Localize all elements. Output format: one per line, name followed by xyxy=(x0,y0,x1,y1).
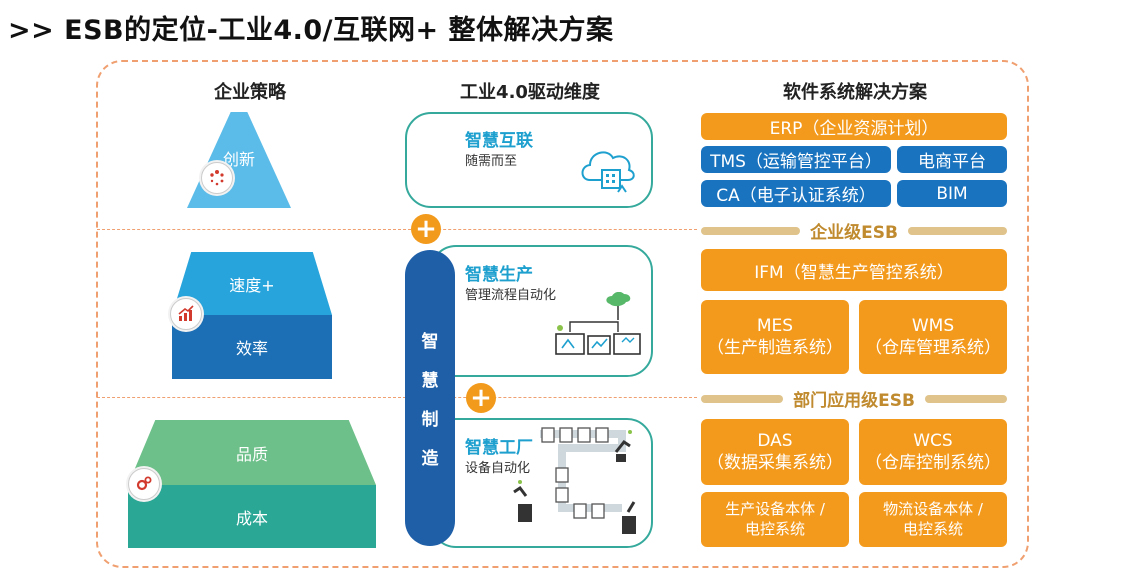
das-name: DAS xyxy=(757,430,793,451)
column-header-solutions: 软件系统解决方案 xyxy=(783,82,927,103)
pyramid-cost: 成本 xyxy=(128,485,376,548)
logistics-equipment-box: 物流设备本体 / 电控系统 xyxy=(859,492,1007,547)
column-header-strategy: 企业策略 xyxy=(214,82,286,103)
das-box: DAS （数据采集系统） xyxy=(701,419,849,485)
smart-manufacturing-bar: 智 慧 制 造 xyxy=(405,250,455,546)
smart-production-title: 智慧生产 xyxy=(465,265,533,285)
cost-badge-icon xyxy=(128,468,160,500)
wms-desc: （仓库管理系统） xyxy=(865,338,1001,358)
ifm-box: IFM（智慧生产管控系统） xyxy=(701,249,1007,291)
growth-chart-icon xyxy=(178,305,194,321)
smart-internet-box xyxy=(405,112,653,208)
smart-internet-subtitle: 随需而至 xyxy=(465,154,518,169)
innovation-badge-icon xyxy=(201,162,233,194)
smart-production-subtitle: 管理流程自动化 xyxy=(465,288,557,303)
plus-icon-1: + xyxy=(411,214,441,244)
efficiency-badge-icon xyxy=(170,298,202,330)
spinner-icon xyxy=(210,170,224,186)
tms-box: TMS（运输管控平台） xyxy=(701,146,891,173)
mes-box: MES （生产制造系统） xyxy=(701,300,849,374)
smart-manufacturing-char-3: 制 xyxy=(421,410,439,430)
smart-factory-title: 智慧工厂 xyxy=(465,438,533,458)
logistics-equipment-line1: 物流设备本体 / xyxy=(883,500,983,518)
smart-manufacturing-char-4: 造 xyxy=(421,449,439,469)
smart-manufacturing-char-1: 智 xyxy=(421,332,439,352)
mes-name: MES xyxy=(756,315,794,336)
cost-label: 成本 xyxy=(235,508,268,528)
smart-production-box xyxy=(430,245,653,377)
department-esb-separator: 部门应用级ESB xyxy=(701,386,1008,411)
enterprise-esb-label: 企业级ESB xyxy=(810,223,898,243)
gears-icon xyxy=(136,476,152,491)
quality-label: 品质 xyxy=(235,444,268,464)
erp-box: ERP（企业资源计划） xyxy=(701,113,1007,140)
wms-box: WMS （仓库管理系统） xyxy=(859,300,1007,374)
das-desc: （数据采集系统） xyxy=(707,453,843,473)
department-esb-label: 部门应用级ESB xyxy=(793,391,915,411)
efficiency-label: 效率 xyxy=(235,339,268,358)
row-divider-1 xyxy=(97,229,697,230)
page-title: >> ESB的定位-工业4.0/互联网+ 整体解决方案 xyxy=(8,15,614,46)
pyramid-efficiency: 效率 xyxy=(172,315,332,379)
ca-box: CA（电子认证系统） xyxy=(701,180,891,207)
mes-desc: （生产制造系统） xyxy=(707,338,843,358)
production-equipment-line1: 生产设备本体 / xyxy=(725,500,825,518)
pyramid-quality: 品质 xyxy=(128,420,376,485)
wcs-name: WCS xyxy=(913,430,953,451)
factory-conveyor-icon xyxy=(513,427,636,534)
speed-label: 速度+ xyxy=(229,275,275,295)
cloud-icon xyxy=(581,151,635,193)
ecommerce-box: 电商平台 xyxy=(897,146,1007,173)
diagram-frame xyxy=(96,60,1029,568)
production-equipment-line2: 电控系统 xyxy=(744,519,805,538)
bim-box: BIM xyxy=(897,180,1007,207)
innovation-label: 创新 xyxy=(222,150,255,169)
logistics-equipment-line2: 电控系统 xyxy=(902,519,963,538)
wcs-desc: （仓库控制系统） xyxy=(865,453,1001,473)
row-divider-2 xyxy=(97,397,697,398)
production-monitors-icon xyxy=(555,292,641,355)
wms-name: WMS xyxy=(911,315,955,336)
wcs-box: WCS （仓库控制系统） xyxy=(859,419,1007,485)
smart-factory-subtitle: 设备自动化 xyxy=(465,461,531,476)
production-equipment-box: 生产设备本体 / 电控系统 xyxy=(701,492,849,547)
smart-internet-title: 智慧互联 xyxy=(465,131,533,151)
enterprise-esb-separator: 企业级ESB xyxy=(701,218,1008,243)
plus-icon-2: + xyxy=(466,383,496,413)
column-header-drivers: 工业4.0驱动维度 xyxy=(460,82,600,103)
smart-manufacturing-char-2: 慧 xyxy=(421,371,439,391)
